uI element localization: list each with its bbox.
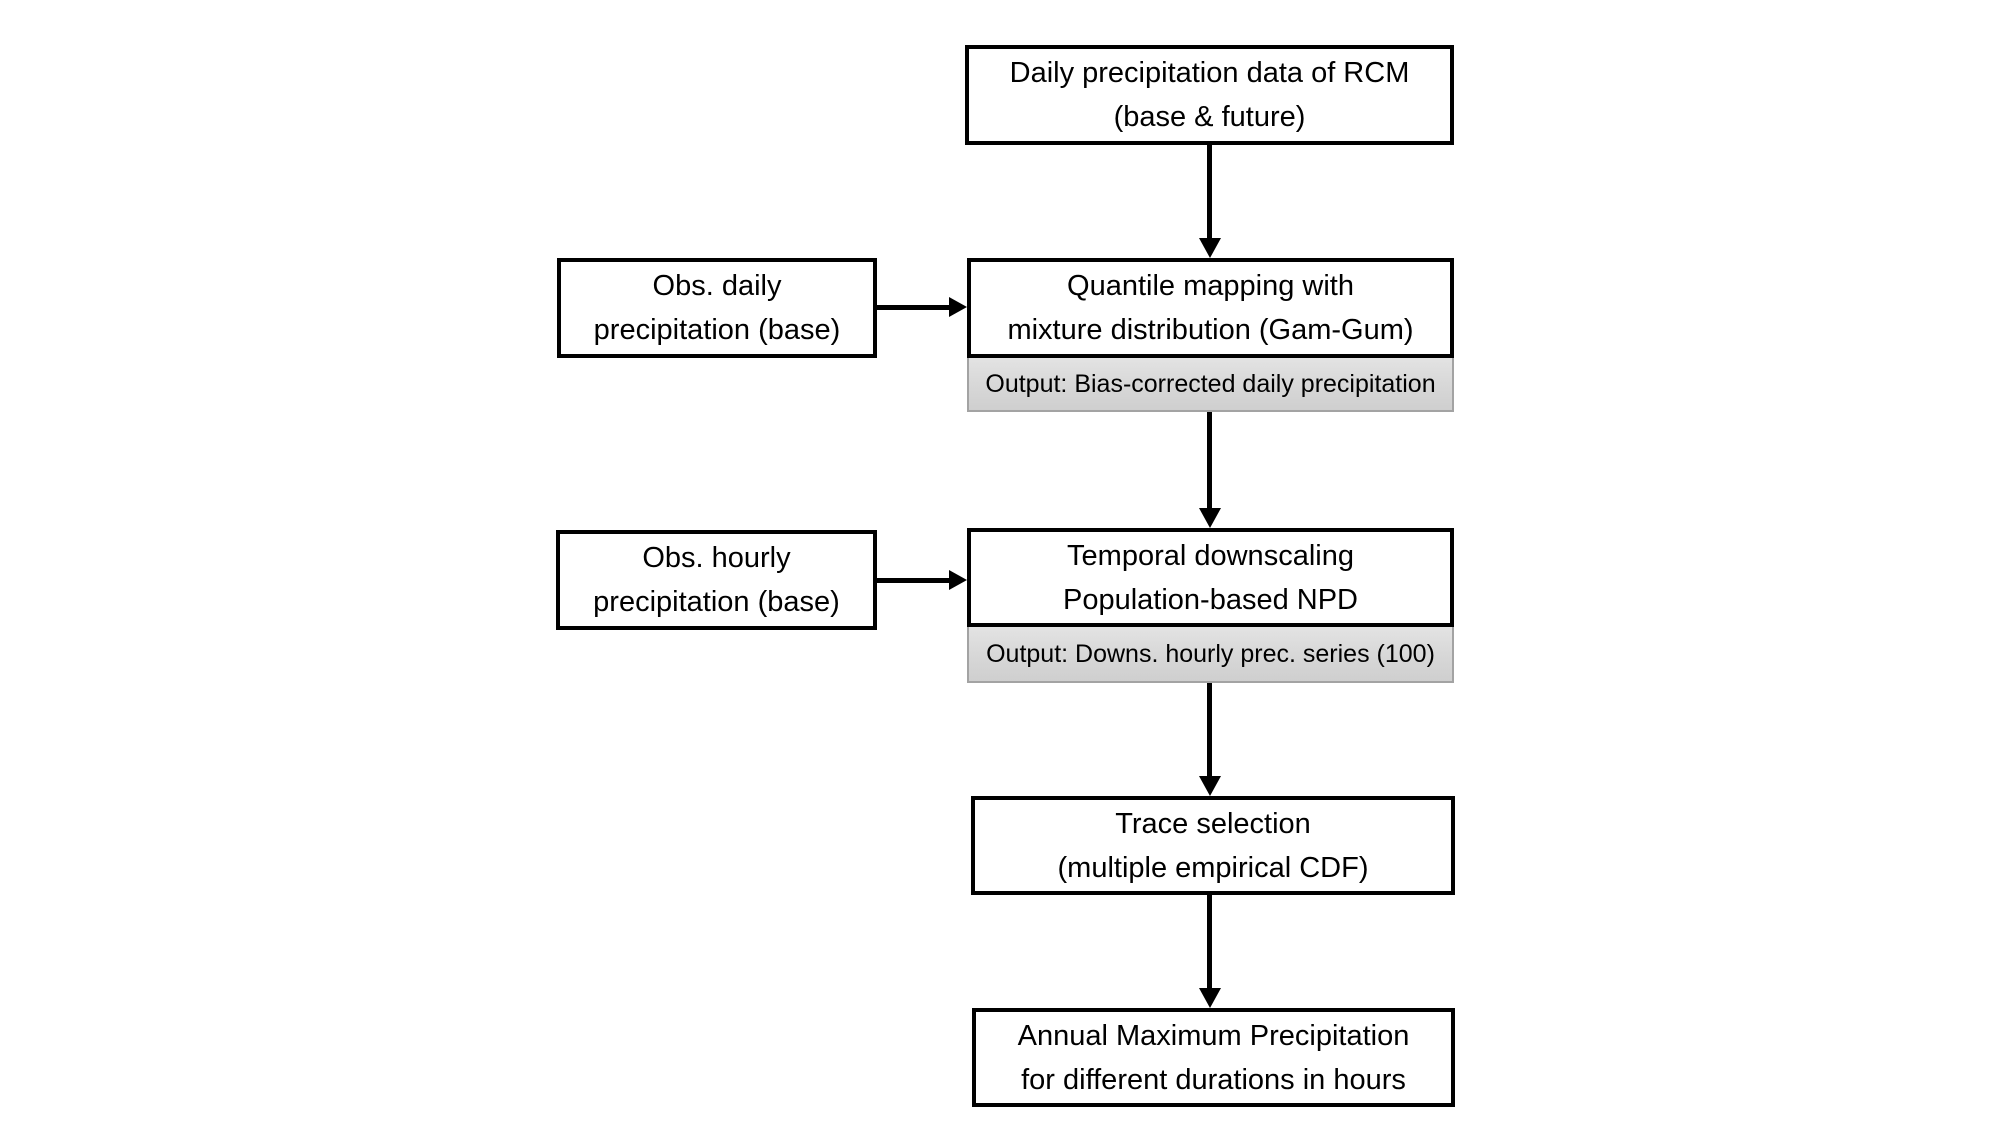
output-bar-label: Output: Bias-corrected daily precipitati… bbox=[985, 369, 1436, 398]
node-trace-selection-box: Trace selection (multiple empirical CDF) bbox=[971, 796, 1455, 895]
node-label-line: Population-based NPD bbox=[1062, 583, 1358, 616]
arrow-quantile-to-temporal-stem bbox=[1207, 412, 1212, 510]
node-obs-daily-box: Obs. daily precipitation (base) bbox=[557, 258, 877, 358]
node-rcm-daily-box: Daily precipitation data of RCM (base & … bbox=[965, 45, 1454, 145]
arrow-rcm-to-quantile-head-icon bbox=[1199, 238, 1221, 258]
node-temporal-downscaling-box: Temporal downscaling Population-based NP… bbox=[967, 528, 1454, 627]
arrow-obs-daily-to-quantile-head-icon bbox=[949, 297, 967, 317]
node-label-line: for different durations in hours bbox=[1021, 1063, 1406, 1096]
node-label-line: precipitation (base) bbox=[593, 586, 840, 618]
node-label-line: mixture distribution (Gam-Gum) bbox=[1007, 314, 1414, 346]
node-label-line: Annual Maximum Precipitation bbox=[1017, 1019, 1410, 1052]
arrow-trace-to-annual-stem bbox=[1207, 895, 1212, 990]
node-label-line: Daily precipitation data of RCM bbox=[1009, 57, 1410, 89]
node-label-line: Obs. daily bbox=[652, 270, 782, 302]
arrow-temporal-to-trace-head-icon bbox=[1199, 776, 1221, 796]
output-bar-bias-corrected: Output: Bias-corrected daily precipitati… bbox=[967, 358, 1454, 412]
node-annual-max-box: Annual Maximum Precipitation for differe… bbox=[972, 1008, 1455, 1107]
node-label-line: Trace selection bbox=[1115, 807, 1311, 840]
arrow-obs-daily-to-quantile-stem bbox=[877, 305, 951, 310]
arrow-rcm-to-quantile-stem bbox=[1207, 145, 1212, 240]
output-bar-downscaled-series: Output: Downs. hourly prec. series (100) bbox=[967, 627, 1454, 683]
arrow-quantile-to-temporal-head-icon bbox=[1199, 508, 1221, 528]
arrow-obs-hourly-to-temporal-stem bbox=[877, 578, 951, 583]
node-label-line: Temporal downscaling bbox=[1067, 539, 1354, 572]
arrow-obs-hourly-to-temporal-head-icon bbox=[949, 570, 967, 590]
node-label-line: (multiple empirical CDF) bbox=[1057, 851, 1369, 884]
node-obs-hourly-box: Obs. hourly precipitation (base) bbox=[556, 530, 877, 630]
node-label-line: Obs. hourly bbox=[642, 542, 791, 574]
node-label-line: (base & future) bbox=[1113, 101, 1306, 133]
node-quantile-mapping-box: Quantile mapping with mixture distributi… bbox=[967, 258, 1454, 358]
arrow-temporal-to-trace-stem bbox=[1207, 683, 1212, 778]
arrow-trace-to-annual-head-icon bbox=[1199, 988, 1221, 1008]
node-label-line: Quantile mapping with bbox=[1067, 270, 1354, 302]
output-bar-label: Output: Downs. hourly prec. series (100) bbox=[986, 639, 1435, 668]
node-label-line: precipitation (base) bbox=[593, 314, 841, 346]
